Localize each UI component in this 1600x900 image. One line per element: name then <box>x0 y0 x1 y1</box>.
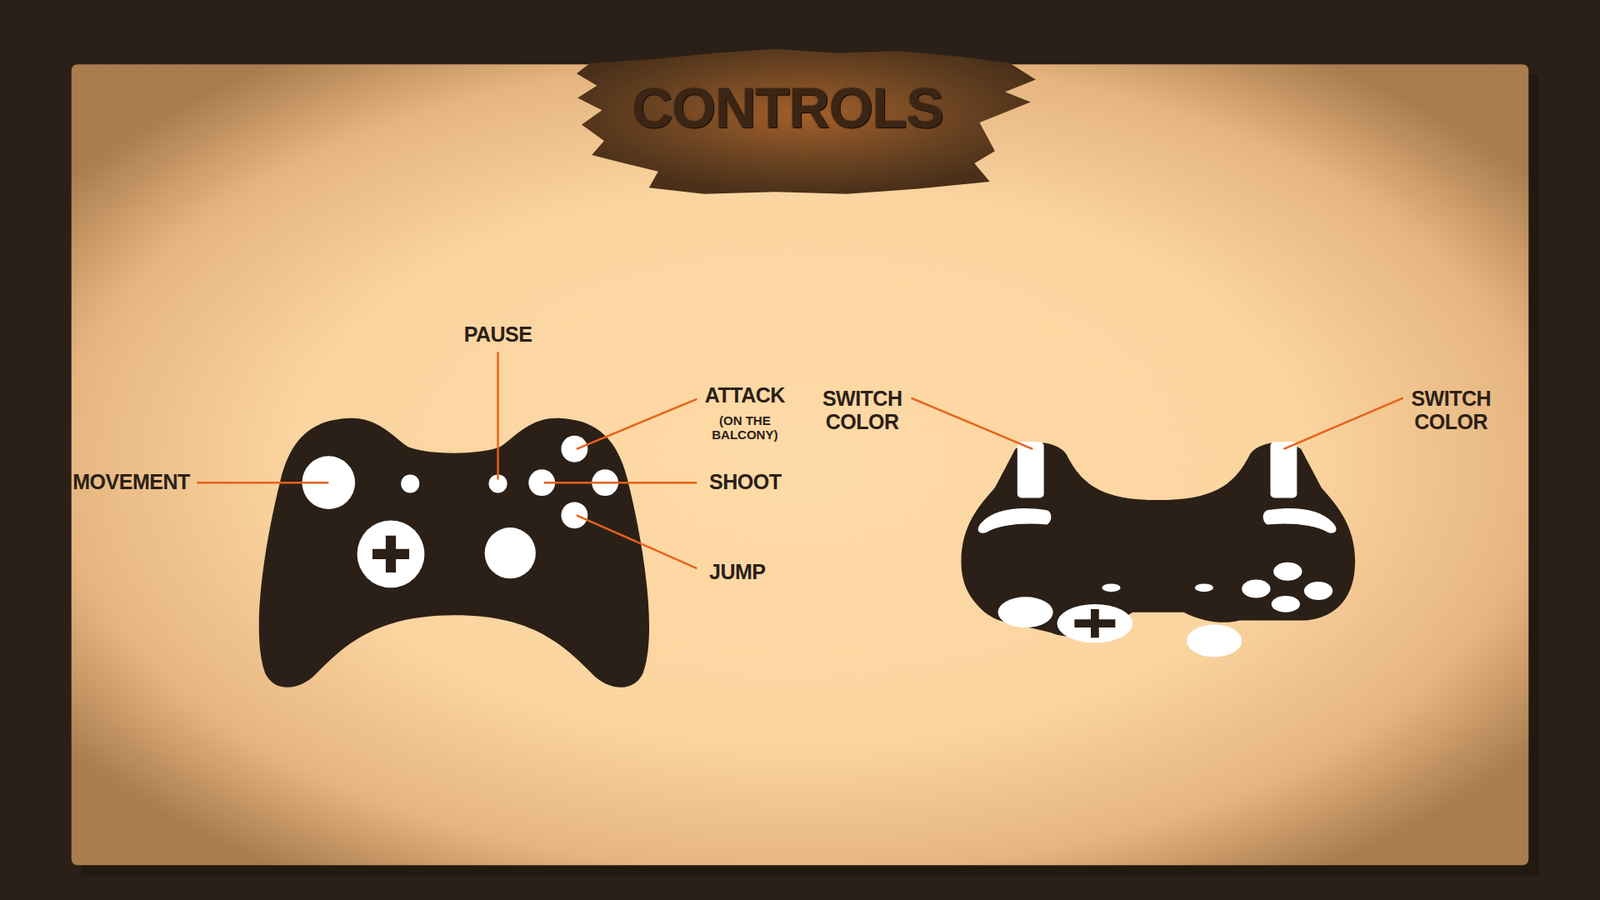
control-label: MOVEMENT <box>72 470 190 495</box>
view-button <box>400 474 420 493</box>
right-trigger <box>1270 441 1297 498</box>
stick <box>998 596 1054 628</box>
face-button <box>1273 562 1302 581</box>
leader-line <box>1283 398 1403 450</box>
control-label: (ON THE BALCONY) <box>698 414 793 442</box>
right-bumper <box>1263 508 1337 534</box>
control-label: SHOOT <box>709 470 781 495</box>
stick <box>1186 624 1242 657</box>
face-button <box>1241 580 1270 599</box>
leader-line <box>196 481 329 484</box>
face-button <box>1271 595 1300 613</box>
face-button <box>560 501 588 529</box>
leader-line <box>576 399 697 450</box>
controller-front <box>259 418 650 688</box>
control-label: SWITCH COLOR <box>805 387 920 434</box>
leader-line <box>544 481 698 484</box>
face-button <box>560 435 588 463</box>
left-bumper <box>978 508 1052 534</box>
leader-lines <box>196 351 1403 569</box>
face-button <box>1304 581 1333 600</box>
title-plank <box>576 49 1036 195</box>
right-stick <box>485 527 536 579</box>
control-label: SWITCH COLOR <box>1394 387 1509 434</box>
small-button <box>1195 583 1214 592</box>
leader-line <box>496 351 499 480</box>
dpad-cross <box>372 535 410 573</box>
small-button <box>1101 583 1120 592</box>
controller-back <box>960 442 1355 637</box>
control-label: JUMP <box>709 560 765 585</box>
dpad <box>1057 604 1134 644</box>
left-trigger <box>1017 441 1045 498</box>
leader-line <box>910 398 1033 450</box>
controller-buttons <box>301 435 619 588</box>
dpad <box>357 520 425 588</box>
controller-back-parts <box>978 441 1337 657</box>
control-label: ATTACK <box>705 384 785 408</box>
screen-title: CONTROLS <box>631 75 944 140</box>
control-label: PAUSE <box>464 323 533 347</box>
leader-line <box>576 515 697 569</box>
dpad-cross <box>1074 609 1115 638</box>
